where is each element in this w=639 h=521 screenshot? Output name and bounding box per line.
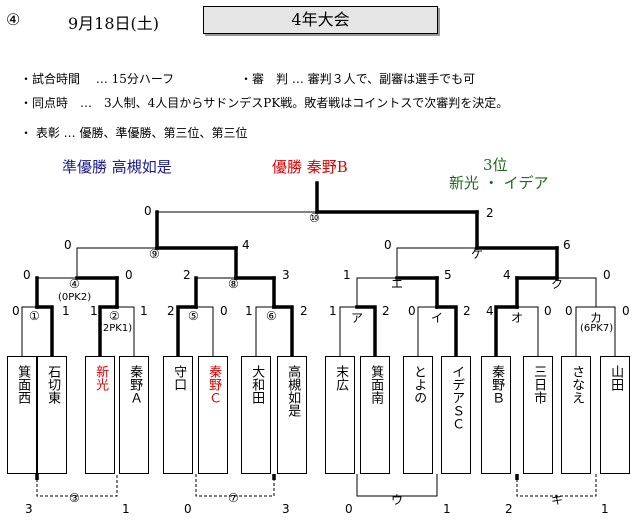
team-box: 秦野Ｃ <box>198 356 228 474</box>
team-box: 新光 <box>85 356 115 474</box>
score: 3 <box>25 502 33 516</box>
score: 1 <box>90 304 98 318</box>
score: 2 <box>300 304 308 318</box>
team-box: 高槻如是 <box>277 356 307 474</box>
rule-award: ・ 表彰 … 優勝、準優勝、第三位、第三位 <box>20 126 248 140</box>
tournament-date: 9月18日(土) <box>68 14 160 33</box>
score: 0 <box>12 304 20 318</box>
match-mark: ウ <box>391 493 404 507</box>
score: 0 <box>144 204 152 218</box>
team-box: 末広 <box>325 356 355 474</box>
match-mark: ② <box>109 309 120 323</box>
rule-tie: ・同点時 … 3人制、4人目からサドンデスPK戦。敗者戦はコイントスで次審判を決… <box>20 96 509 110</box>
match-mark: ⑧ <box>228 277 239 291</box>
pk-note: (2PK1) <box>99 323 133 334</box>
match-mark: ⑤ <box>188 309 199 323</box>
score: 2 <box>167 304 175 318</box>
score: 0 <box>565 304 573 318</box>
tournament-number: ④ <box>6 10 21 29</box>
match-mark: ケ <box>471 247 484 261</box>
third-place-result: 新光 ・ イデア <box>449 174 549 192</box>
score: 0 <box>408 304 416 318</box>
team-box: イデアＳＣ <box>441 356 471 474</box>
score: 2 <box>463 304 471 318</box>
score: 4 <box>503 268 511 282</box>
match-mark: ク <box>551 277 564 291</box>
team-box: 箕面西 <box>7 356 37 474</box>
match-mark: ④ <box>69 277 80 291</box>
match-mark: キ <box>551 493 564 507</box>
score: 0 <box>23 268 31 282</box>
score: 0 <box>220 304 228 318</box>
score: 0 <box>544 304 552 318</box>
score: 0 <box>622 304 630 318</box>
team-box: 守口 <box>163 356 193 474</box>
score: 0 <box>603 268 611 282</box>
team-box: とよの <box>403 356 433 474</box>
team-box: さなえ <box>561 356 591 474</box>
score: 2 <box>183 268 191 282</box>
score: 1 <box>62 304 70 318</box>
score: 3 <box>282 502 290 516</box>
score: 2 <box>505 502 513 516</box>
match-mark: ① <box>29 309 40 323</box>
team-box: 山田 <box>600 356 630 474</box>
team-box: 石切東 <box>37 356 67 474</box>
match-mark: エ <box>391 277 404 291</box>
score: 4 <box>242 238 250 252</box>
score: 6 <box>563 238 571 252</box>
rule-time: ・試合時間 … 15分ハーフ <box>20 72 175 86</box>
team-box: 大和田 <box>241 356 271 474</box>
score: 1 <box>343 268 351 282</box>
match-mark: オ <box>511 311 524 325</box>
score: 5 <box>444 268 452 282</box>
score: 1 <box>122 502 130 516</box>
score: 1 <box>140 304 148 318</box>
team-box: 箕面南 <box>360 356 390 474</box>
pk-note: (6PK7) <box>580 323 614 334</box>
score: 1 <box>601 502 609 516</box>
match-mark: カ <box>590 311 603 325</box>
score: 0 <box>125 268 133 282</box>
pk-note: (0PK2) <box>58 292 92 303</box>
match-mark: ③ <box>69 491 80 505</box>
team-box: 秦野Ａ <box>119 356 149 474</box>
match-mark: ⑥ <box>266 309 277 323</box>
third-place-heading: 3位 <box>483 156 508 174</box>
score: 2 <box>486 206 494 220</box>
score: 0 <box>345 502 353 516</box>
score: 1 <box>329 304 337 318</box>
match-mark: イ <box>431 311 444 325</box>
match-mark: ⑨ <box>149 247 160 261</box>
match-mark: ⑩ <box>309 211 320 225</box>
champion-result: 優勝 秦野B <box>272 158 348 176</box>
score: 1 <box>443 502 451 516</box>
team-box: 三日市 <box>523 356 553 474</box>
score: 0 <box>184 502 192 516</box>
match-mark: ア <box>351 311 364 325</box>
score: 1 <box>245 304 253 318</box>
score: 0 <box>64 238 72 252</box>
match-mark: ⑦ <box>228 491 239 505</box>
runner-up-result: 準優勝 高槻如是 <box>62 158 172 176</box>
score: 2 <box>382 304 390 318</box>
team-box: 秦野Ｂ <box>481 356 511 474</box>
page-title: 4年大会 <box>203 6 438 34</box>
score: 4 <box>486 304 494 318</box>
score: 0 <box>384 238 392 252</box>
score: 3 <box>282 268 290 282</box>
rule-referee: ・審 判 … 審判３人で、副審は選手でも可 <box>240 72 476 86</box>
